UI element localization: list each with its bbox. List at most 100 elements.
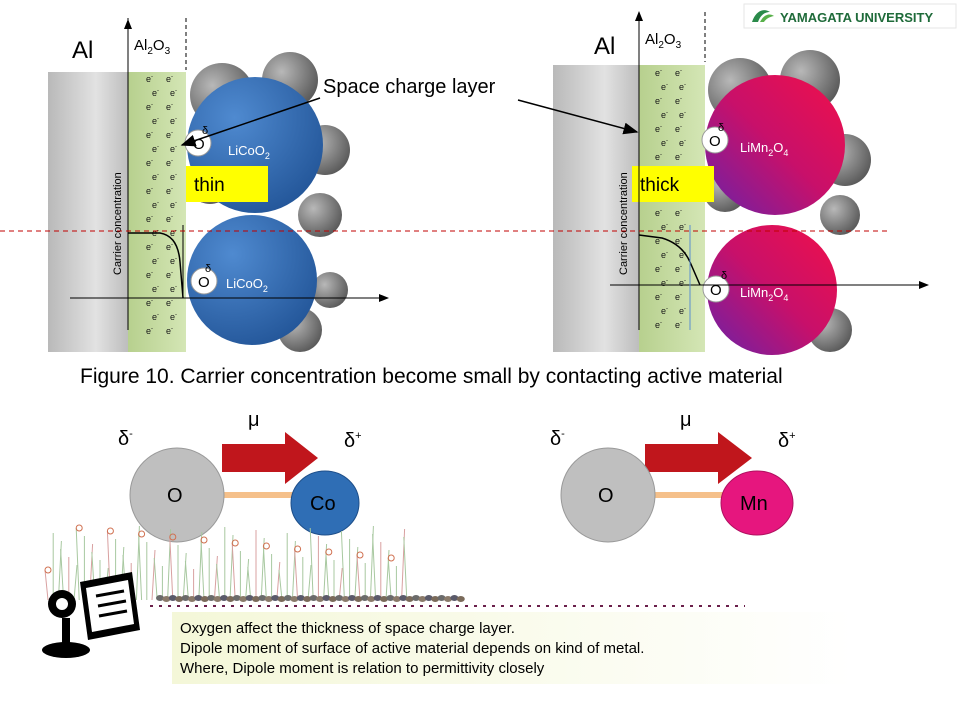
electron-symbol: e-: [655, 152, 662, 162]
grass-blade: [245, 558, 250, 601]
oxygen-ball: [129, 447, 225, 543]
pebble: [437, 595, 446, 601]
electron-symbol: e-: [166, 242, 173, 252]
left-atom-label: O: [167, 485, 183, 507]
grass-blade: [262, 545, 267, 601]
university-logo: YAMAGATA UNIVERSITY: [743, 3, 957, 29]
note-line: Oxygen affect the thickness of space cha…: [180, 620, 515, 637]
electron-symbol: e-: [661, 82, 668, 92]
pebble: [213, 596, 222, 602]
left-panel: e-e-e-e-e-e-e-e-e-e-e-e-e-e-e-e-e-e-e-e-…: [48, 18, 389, 352]
grass-blade: [213, 555, 218, 601]
electron-symbol: e-: [152, 116, 159, 126]
grass-blade: [184, 560, 189, 601]
electron-symbol: e-: [152, 256, 159, 266]
dipole-arrow: [222, 432, 318, 484]
electron-symbol: e-: [166, 298, 173, 308]
pebble: [328, 596, 337, 602]
grass-blade: [247, 566, 252, 601]
carrier-curve: [128, 232, 184, 299]
electron-symbol: e-: [166, 214, 173, 224]
oxygen-label: O: [710, 282, 722, 299]
oxide-label: Al2O3: [645, 31, 682, 51]
pebble: [341, 596, 350, 602]
electron-symbol: e-: [661, 138, 668, 148]
flower-bud: [387, 554, 395, 562]
pebble: [322, 595, 331, 601]
dipole-mn: μ δ- δ+ O Mn: [550, 409, 796, 543]
aluminum-electrode: [48, 72, 128, 352]
pebble: [456, 596, 465, 602]
electron-symbol: e-: [655, 68, 662, 78]
flower-bud: [169, 533, 177, 541]
electron-symbol: e-: [679, 222, 686, 232]
mu-label: μ: [680, 409, 692, 431]
right-atom-label: Mn: [740, 493, 768, 515]
manganese-ball: [720, 470, 794, 536]
electron-symbol: e-: [679, 82, 686, 92]
pebble: [188, 596, 196, 602]
delta-minus-label: δ-: [550, 428, 565, 450]
pebble: [175, 596, 184, 602]
grass-blade: [372, 533, 377, 601]
grass-blade: [75, 527, 80, 601]
pebble: [258, 595, 267, 601]
grass-blade: [216, 563, 221, 601]
pebble: [405, 596, 414, 602]
pebble: [367, 596, 376, 602]
pebble: [271, 595, 280, 601]
electron-symbol: e-: [661, 250, 668, 260]
electron-symbol: e-: [170, 116, 177, 126]
electron-symbol: e-: [146, 270, 153, 280]
flower-bud: [106, 527, 114, 535]
flower-bud: [44, 566, 52, 574]
electron-symbol: e-: [655, 208, 662, 218]
thin-highlight: [186, 166, 268, 202]
pebble: [412, 595, 420, 601]
electron-group: e-e-e-e-e-e-e-e-e-e-e-e-e-e-e-e-e-e-e-e-…: [146, 74, 177, 336]
electron-symbol: e-: [675, 124, 682, 134]
oxygen-label: O: [193, 136, 205, 153]
pebble: [431, 596, 440, 602]
electron-symbol: e-: [170, 172, 177, 182]
electron-symbol: e-: [170, 284, 177, 294]
pebble: [162, 596, 171, 602]
grass-blade: [387, 557, 392, 601]
electron-symbol: e-: [166, 158, 173, 168]
electron-symbol: e-: [170, 228, 177, 238]
electron-symbol: e-: [655, 96, 662, 106]
electron-symbol: e-: [146, 74, 153, 84]
pebble: [181, 595, 190, 601]
electron-symbol: e-: [146, 186, 153, 196]
pebble: [226, 596, 235, 602]
electron-symbol: e-: [675, 208, 682, 218]
pebble: [194, 595, 203, 601]
grass-blade: [356, 554, 361, 601]
flower-bud: [356, 551, 364, 559]
electron-symbol: e-: [675, 68, 682, 78]
particle-label-top: LiMn2O4: [740, 140, 788, 158]
callout-arrow-right: [517, 99, 639, 135]
pebble: [296, 595, 305, 601]
pebble: [232, 595, 241, 601]
electron-symbol: e-: [661, 222, 668, 232]
electron-symbol: e-: [166, 326, 173, 336]
electron-symbol: e-: [152, 172, 159, 182]
electron-symbol: e-: [655, 124, 662, 134]
pebble: [245, 595, 254, 601]
thin-label: thin: [194, 175, 225, 196]
delta-label: δ: [205, 263, 211, 275]
notes-background: [172, 612, 852, 684]
electron-symbol: e-: [170, 88, 177, 98]
right-panel: e-e-e-e-e-e-e-e-e-e-e-e-e-e-e-e-e-e-e-e-…: [553, 11, 929, 355]
grass-blade: [276, 561, 281, 601]
grass-blade: [307, 564, 312, 601]
electron-symbol: e-: [170, 312, 177, 322]
electron-symbol: e-: [170, 144, 177, 154]
oxide-label: Al2O3: [134, 37, 171, 57]
flower-bud: [262, 542, 270, 550]
delta-label: δ: [202, 125, 208, 137]
pebble: [220, 595, 228, 601]
grass-blade: [200, 539, 205, 601]
limn2o4-particle-bottom: [707, 225, 837, 355]
